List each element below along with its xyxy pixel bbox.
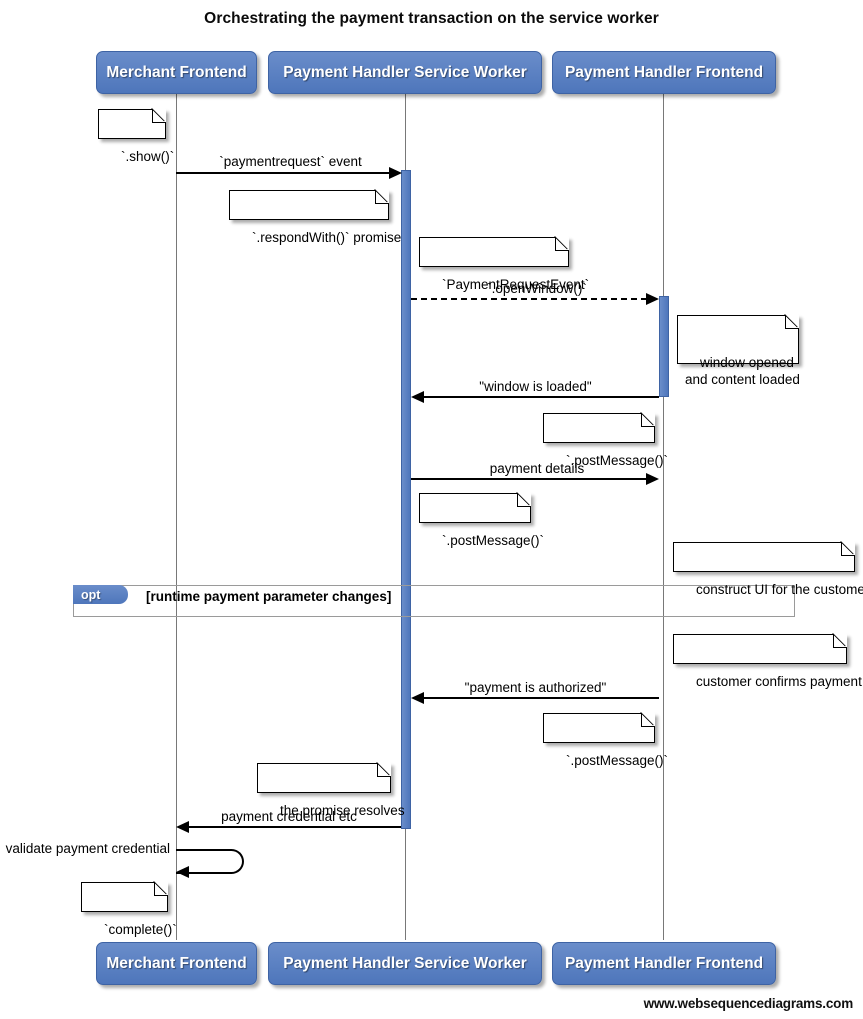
- message-line-paymentrequest-event: [176, 172, 390, 174]
- note-postmessage-1-text: `.postMessage()`: [566, 453, 669, 468]
- message-line-payment-credential-etc: [189, 826, 401, 828]
- note-window-opened-text: window opened and content loaded: [685, 355, 800, 387]
- actor-label-merchant-frontend-top: Merchant Frontend: [106, 63, 247, 81]
- opt-fragment-condition: [runtime payment parameter changes]: [146, 589, 392, 604]
- arrow-head-paymentrequest-event: [389, 167, 402, 179]
- note-show: `.show()`: [98, 108, 174, 164]
- note-construct-ui-text: construct UI for the customer: [696, 582, 863, 597]
- lifeline-merchant-frontend: [176, 94, 177, 940]
- arrow-head-payment-credential-etc: [176, 821, 189, 833]
- lifeline-payment-handler-frontend: [663, 94, 664, 940]
- message-label-paymentrequest-event: `paymentrequest` event: [219, 154, 362, 169]
- actor-label-payment-handler-service-worker-top: Payment Handler Service Worker: [283, 63, 527, 81]
- message-line-payment-is-authorized: [424, 697, 659, 699]
- message-label-payment-details: payment details: [489, 461, 585, 476]
- actor-box-merchant-frontend-bottom[interactable]: Merchant Frontend: [96, 942, 257, 985]
- arrow-head-window-is-loaded: [411, 391, 424, 403]
- note-window-opened: window opened and content loaded: [677, 314, 800, 387]
- message-line-payment-details: [411, 478, 647, 480]
- note-show-text: `.show()`: [121, 149, 175, 164]
- note-postmessage-3-text: `.postMessage()`: [566, 753, 669, 768]
- opt-fragment-operator-label: opt: [81, 587, 101, 602]
- arrow-head-payment-is-authorized: [411, 692, 424, 704]
- note-dogear-icon: [377, 762, 391, 777]
- note-postmessage-1: `.postMessage()`: [543, 412, 668, 468]
- note-complete-text: `complete()`: [104, 922, 177, 937]
- actor-box-payment-handler-frontend-top[interactable]: Payment Handler Frontend: [552, 51, 776, 94]
- note-respondwith-promise: `.respondWith()` promise: [229, 189, 401, 245]
- actor-box-payment-handler-frontend-bottom[interactable]: Payment Handler Frontend: [552, 942, 776, 985]
- opt-fragment-operator-tab: opt: [73, 585, 128, 604]
- message-line-open-window: [411, 298, 647, 300]
- message-label-payment-is-authorized: "payment is authorized": [464, 680, 607, 695]
- note-postmessage-2: `.postMessage()`: [419, 492, 544, 548]
- actor-label-payment-handler-frontend-top: Payment Handler Frontend: [564, 63, 764, 81]
- diagram-title: Orchestrating the payment transaction on…: [204, 10, 659, 27]
- message-line-window-is-loaded: [424, 396, 659, 398]
- note-paymentrequestevent-text: `PaymentRequestEvent`: [442, 277, 590, 292]
- message-label-window-is-loaded: "window is loaded": [479, 379, 592, 394]
- note-dogear-icon: [833, 633, 847, 648]
- actor-box-merchant-frontend-top[interactable]: Merchant Frontend: [96, 51, 257, 94]
- actor-label-payment-handler-frontend-bottom: Payment Handler Frontend: [564, 954, 764, 972]
- note-complete: `complete()`: [81, 881, 177, 937]
- actor-box-payment-handler-service-worker-top[interactable]: Payment Handler Service Worker: [268, 51, 542, 94]
- message-label-open-window: `.openWindow()`: [411, 281, 663, 296]
- note-dogear-icon: [841, 541, 855, 556]
- note-postmessage-2-text: `.postMessage()`: [442, 533, 545, 548]
- note-promise-resolves: the promise resolves: [257, 762, 405, 818]
- note-paymentrequestevent: `PaymentRequestEvent`: [419, 236, 589, 292]
- actor-box-payment-handler-service-worker-bottom[interactable]: Payment Handler Service Worker: [268, 942, 542, 985]
- note-dogear-icon: [152, 108, 166, 123]
- note-dogear-icon: [555, 236, 569, 251]
- arrow-head-payment-details: [646, 473, 659, 485]
- note-dogear-icon: [641, 412, 655, 427]
- note-dogear-icon: [375, 189, 389, 204]
- arrow-head-open-window: [646, 293, 659, 305]
- actor-label-merchant-frontend-bottom: Merchant Frontend: [106, 954, 247, 972]
- note-promise-resolves-text: the promise resolves: [280, 803, 405, 818]
- note-postmessage-3: `.postMessage()`: [543, 712, 668, 768]
- note-construct-ui: construct UI for the customer: [673, 541, 863, 597]
- activation-bar-service-worker: [401, 170, 411, 829]
- note-dogear-icon: [154, 881, 168, 896]
- note-customer-confirms-text: customer confirms payment: [696, 674, 862, 689]
- activation-bar-payment-handler-frontend: [659, 296, 669, 397]
- watermark: www.websequencediagrams.com: [643, 996, 854, 1011]
- note-respondwith-promise-text: `.respondWith()` promise: [252, 230, 402, 245]
- arrow-head-validate-payment-credential: [176, 866, 189, 878]
- note-customer-confirms: customer confirms payment: [673, 633, 862, 689]
- message-label-validate-payment-credential: validate payment credential: [5, 841, 170, 856]
- message-label-payment-credential-etc: payment credential etc: [221, 809, 357, 824]
- note-dogear-icon: [785, 314, 799, 329]
- actor-label-payment-handler-service-worker-bottom: Payment Handler Service Worker: [283, 954, 527, 972]
- note-dogear-icon: [641, 712, 655, 727]
- note-dogear-icon: [517, 492, 531, 507]
- self-loop-validate-payment-credential: [176, 849, 244, 874]
